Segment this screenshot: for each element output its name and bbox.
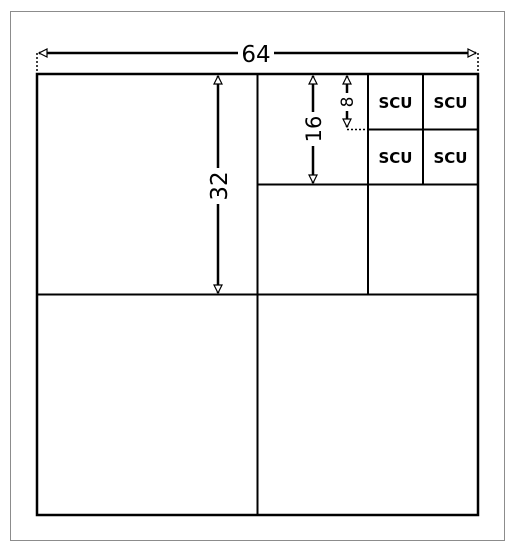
label-16: 16 (302, 116, 326, 143)
outer-frame (10, 11, 505, 541)
label-32: 32 (207, 171, 233, 200)
label-8: 8 (338, 97, 358, 108)
scu-label-top-right: SCU (434, 94, 468, 112)
label-16-bg (302, 112, 324, 146)
label-64: 64 (241, 42, 270, 68)
label-64-bg (238, 40, 274, 66)
scu-label-bottom-right: SCU (434, 149, 468, 167)
label-32-bg (206, 168, 230, 204)
scu-label-bottom-left: SCU (379, 149, 413, 167)
label-8-bg (339, 93, 355, 111)
scu-label-top-left: SCU (379, 94, 413, 112)
